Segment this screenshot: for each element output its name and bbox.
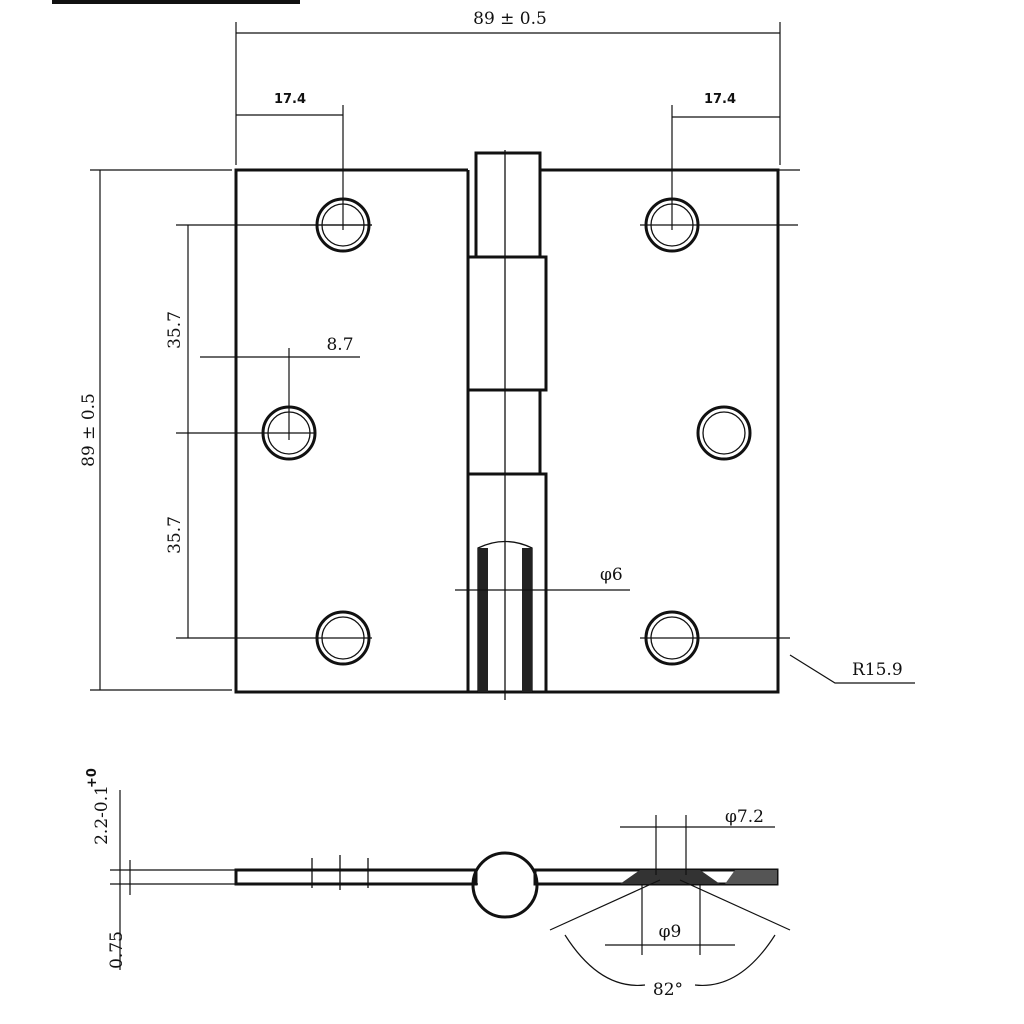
dimension-right-hole-offset: 17.4 bbox=[671, 92, 780, 230]
screw-hole bbox=[300, 197, 372, 253]
screw-hole bbox=[696, 405, 752, 461]
screw-hole bbox=[261, 405, 317, 461]
svg-text:89 ± 0.5: 89 ± 0.5 bbox=[79, 393, 99, 467]
dimension-left-hole-offset: 17.4 bbox=[236, 92, 344, 230]
screw-hole bbox=[640, 610, 790, 666]
dimension-overall-width: 89 ± 0.5 bbox=[235, 9, 781, 165]
svg-text:17.4: 17.4 bbox=[704, 92, 736, 107]
dimension-corner-radius: R15.9 bbox=[789, 654, 915, 684]
svg-text:82°: 82° bbox=[653, 980, 683, 1000]
svg-text:8.7: 8.7 bbox=[326, 335, 353, 355]
svg-text:+0: +0 bbox=[85, 768, 100, 788]
svg-text:0.75: 0.75 bbox=[107, 931, 127, 969]
dimension-hole-spacing: 35.7 35.7 bbox=[165, 224, 372, 639]
svg-text:17.4: 17.4 bbox=[274, 92, 306, 107]
svg-text:89 ± 0.5: 89 ± 0.5 bbox=[473, 9, 547, 29]
dimension-thickness: 2.2-0.1 +0 0.75 bbox=[85, 768, 131, 970]
dimension-overall-height: 89 ± 0.5 bbox=[79, 169, 232, 691]
screw-hole bbox=[315, 610, 371, 666]
svg-text:2.2-0.1: 2.2-0.1 bbox=[92, 785, 112, 845]
svg-text:φ9: φ9 bbox=[659, 922, 682, 942]
screw-hole bbox=[640, 197, 798, 253]
hinge-side-view bbox=[110, 851, 779, 919]
svg-text:35.7: 35.7 bbox=[165, 516, 185, 554]
dimension-middle-hole-offset: 8.7 bbox=[200, 335, 360, 440]
svg-text:35.7: 35.7 bbox=[165, 311, 185, 349]
title-block-fragment bbox=[52, 0, 300, 4]
svg-text:φ7.2: φ7.2 bbox=[725, 807, 764, 827]
screw-holes bbox=[261, 197, 798, 666]
svg-text:R15.9: R15.9 bbox=[852, 660, 903, 680]
dimension-countersink: φ7.2 φ9 82° bbox=[549, 807, 791, 1000]
hinge-front-view: φ6 bbox=[234, 150, 800, 700]
svg-text:φ6: φ6 bbox=[600, 565, 623, 585]
